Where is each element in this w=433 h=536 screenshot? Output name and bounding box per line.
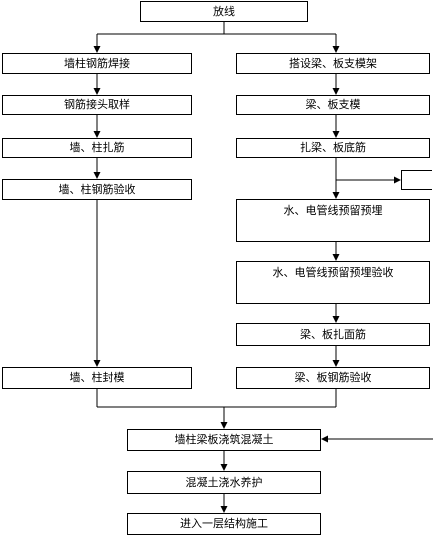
right-step7-box: 梁、板钢筋验收 bbox=[236, 367, 430, 389]
right-step1-box: 搭设梁、板支模架 bbox=[236, 53, 430, 74]
left-step1-label: 墙柱钢筋焊接 bbox=[64, 56, 130, 70]
start-box: 放线 bbox=[140, 1, 308, 22]
right-step2-box: 梁、板支模 bbox=[236, 95, 430, 115]
side-empty-box bbox=[401, 170, 432, 190]
left-step3-box: 墙、柱扎筋 bbox=[2, 138, 192, 158]
next-floor-label: 进入一层结构施工 bbox=[180, 517, 268, 531]
left-step1-box: 墙柱钢筋焊接 bbox=[2, 53, 192, 74]
right-step5-label: 水、电管线预留预埋验收 bbox=[272, 266, 394, 279]
pour-concrete-label: 墙柱梁板浇筑混凝土 bbox=[174, 433, 274, 447]
right-step2-label: 梁、板支模 bbox=[305, 98, 361, 112]
right-step3-label: 扎梁、板底筋 bbox=[300, 141, 366, 155]
curing-box: 混凝土浇水养护 bbox=[127, 471, 321, 494]
right-step4-box: 水、电管线预留预埋 bbox=[236, 199, 430, 242]
next-floor-box: 进入一层结构施工 bbox=[127, 513, 321, 535]
right-step4-label: 水、电管线预留预埋 bbox=[283, 204, 383, 217]
left-step2-label: 钢筋接头取样 bbox=[64, 98, 130, 112]
right-step1-label: 搭设梁、板支模架 bbox=[289, 56, 377, 70]
left-step4-box: 墙、柱钢筋验收 bbox=[2, 179, 192, 200]
left-step2-box: 钢筋接头取样 bbox=[2, 95, 192, 115]
pour-concrete-box: 墙柱梁板浇筑混凝土 bbox=[127, 429, 321, 451]
right-step6-box: 梁、板扎面筋 bbox=[236, 323, 430, 346]
right-step7-label: 梁、板钢筋验收 bbox=[294, 371, 372, 385]
left-step5-box: 墙、柱封模 bbox=[2, 367, 192, 389]
right-step6-label: 梁、板扎面筋 bbox=[300, 327, 366, 341]
left-step5-label: 墙、柱封模 bbox=[69, 371, 125, 385]
right-step5-box: 水、电管线预留预埋验收 bbox=[236, 261, 430, 304]
right-step3-box: 扎梁、板底筋 bbox=[236, 138, 430, 158]
curing-label: 混凝土浇水养护 bbox=[185, 475, 263, 489]
start-label: 放线 bbox=[213, 4, 235, 18]
left-step3-label: 墙、柱扎筋 bbox=[69, 141, 125, 155]
left-step4-label: 墙、柱钢筋验收 bbox=[58, 182, 136, 196]
